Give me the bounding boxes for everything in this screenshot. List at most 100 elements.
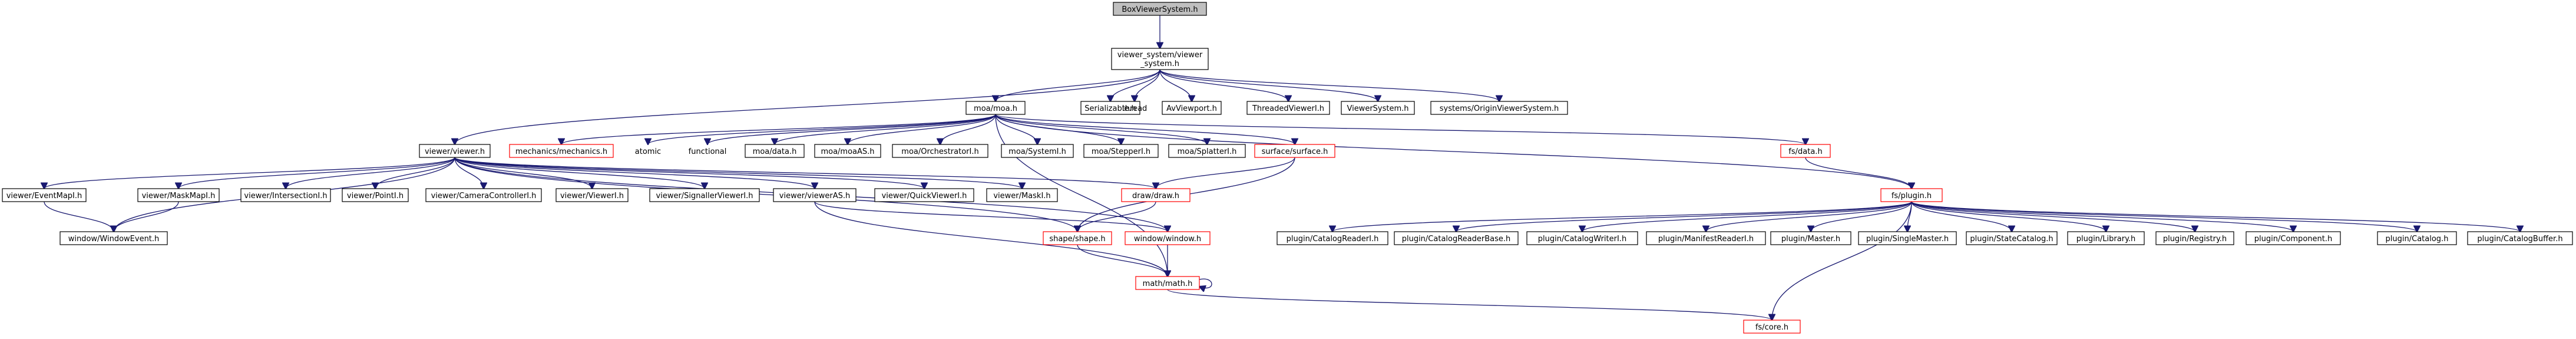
- node-root[interactable]: BoxViewerSystem.h: [1113, 2, 1207, 16]
- node-viewersystem[interactable]: ViewerSystem.h: [1341, 101, 1415, 115]
- node-label: viewer/viewer.h: [425, 147, 485, 156]
- edge-plugin-to-catwriter: [1582, 201, 1912, 232]
- node-label: functional: [689, 147, 727, 156]
- node-catalog[interactable]: plugin/Catalog.h: [2377, 231, 2457, 245]
- node-surface[interactable]: surface/surface.h: [1254, 144, 1335, 158]
- node-label: fs/core.h: [1755, 323, 1788, 332]
- node-label: viewer/PointI.h: [347, 192, 404, 200]
- edge-moa-to-mechanics: [561, 114, 996, 144]
- node-label: plugin/CatalogBuffer.h: [2477, 235, 2562, 243]
- edge-moa-to-plugin: [995, 114, 1912, 189]
- node-master[interactable]: plugin/Master.h: [1770, 231, 1851, 245]
- node-label: viewer/MaskMapI.h: [142, 192, 216, 200]
- node-draw[interactable]: draw/draw.h: [1121, 188, 1191, 202]
- node-catalog-writer[interactable]: plugin/CatalogWriterI.h: [1526, 231, 1638, 245]
- edge-vs-to-viewersystem: [1159, 69, 1378, 101]
- node-label: plugin/StateCatalog.h: [1970, 235, 2053, 243]
- node-thread[interactable]: thread: [1122, 104, 1148, 113]
- node-mechanics[interactable]: mechanics/mechanics.h: [509, 144, 614, 158]
- edge-viewerviewas-to-math: [814, 201, 1168, 277]
- edge-moa-to-moasystem: [995, 114, 1037, 144]
- node-label: plugin/CatalogWriterI.h: [1538, 235, 1626, 243]
- edge-plugin-to-catreader: [1332, 201, 1912, 232]
- node-label: math/math.h: [1143, 279, 1193, 288]
- node-label: plugin/CatalogReaderBase.h: [1402, 235, 1511, 243]
- node-label: plugin/CatalogReaderI.h: [1287, 235, 1379, 243]
- node-label: moa/moa.h: [974, 104, 1017, 113]
- node-label: viewer/CameraControllerI.h: [431, 192, 537, 200]
- node-moa-orchestrator[interactable]: moa/OrchestratorI.h: [892, 144, 988, 158]
- node-moa-stepper[interactable]: moa/StepperI.h: [1083, 144, 1159, 158]
- node-viewer[interactable]: viewer/viewer.h: [419, 144, 491, 158]
- node-label: viewer/ViewerI.h: [560, 192, 624, 200]
- edge-vs-to-avviewport: [1159, 69, 1192, 101]
- node-maskmapi[interactable]: viewer/MaskMapI.h: [137, 188, 220, 202]
- edge-viewer-to-cameractl: [454, 157, 484, 189]
- edge-viewer-to-vieweri: [454, 157, 592, 189]
- edge-maskmapi-to-windowevent: [114, 201, 179, 232]
- edge-plugin-to-statecatalog: [1911, 201, 2012, 232]
- edge-plugin-to-registry: [1911, 201, 2195, 232]
- node-functional[interactable]: functional: [689, 147, 727, 156]
- node-origin-viewer-system[interactable]: systems/OriginViewerSystem.h: [1430, 101, 1568, 115]
- node-intersection[interactable]: viewer/IntersectionI.h: [240, 188, 331, 202]
- node-label: atomic: [635, 147, 661, 156]
- edge-vs-to-thread: [1135, 69, 1160, 101]
- node-pointi[interactable]: viewer/PointI.h: [342, 188, 409, 202]
- node-plugin[interactable]: fs/plugin.h: [1880, 188, 1943, 202]
- node-catalog-reader[interactable]: plugin/CatalogReaderI.h: [1277, 231, 1388, 245]
- node-label: viewer/MaskI.h: [993, 192, 1050, 200]
- edge-vs-to-moa: [996, 69, 1160, 101]
- node-component[interactable]: plugin/Component.h: [2246, 231, 2341, 245]
- node-vieweri[interactable]: viewer/ViewerI.h: [555, 188, 629, 202]
- edge-moa-to-functional: [707, 114, 996, 144]
- node-avviewport[interactable]: AvViewport.h: [1162, 101, 1222, 115]
- node-fs-core[interactable]: fs/core.h: [1743, 320, 1801, 334]
- edge-moa-to-atomic: [648, 114, 996, 144]
- node-moa-system[interactable]: moa/SystemI.h: [1001, 144, 1074, 158]
- node-state-catalog[interactable]: plugin/StateCatalog.h: [1966, 231, 2058, 245]
- node-atomic[interactable]: atomic: [635, 147, 661, 156]
- edge-viewer-to-intersection: [286, 157, 455, 189]
- node-catalog-buffer[interactable]: plugin/CatalogBuffer.h: [2467, 231, 2573, 245]
- node-label: moa/data.h: [753, 147, 797, 156]
- node-maski[interactable]: viewer/MaskI.h: [986, 188, 1058, 202]
- edge-math-to-fscore: [1167, 289, 1772, 320]
- node-fs-data[interactable]: fs/data.h: [1780, 144, 1831, 158]
- node-window-event[interactable]: window/WindowEvent.h: [59, 231, 168, 245]
- node-label: plugin/SingleMaster.h: [1866, 235, 1949, 243]
- node-moa[interactable]: moa/moa.h: [965, 101, 1026, 115]
- edge-math-to-math: [1199, 278, 1212, 288]
- node-label: draw/draw.h: [1132, 192, 1179, 200]
- node-label: fs/plugin.h: [1892, 192, 1932, 200]
- edge-vs-to-serializable: [1110, 69, 1160, 101]
- node-threadedviewer[interactable]: ThreadedViewerI.h: [1246, 101, 1330, 115]
- node-single-master[interactable]: plugin/SingleMaster.h: [1858, 231, 1957, 245]
- edge-vs-to-viewer: [455, 69, 1160, 144]
- node-layer: BoxViewerSystem.h viewer_system/viewer_s…: [2, 2, 2573, 334]
- node-manifest-reader[interactable]: plugin/ManifestReaderI.h: [1646, 231, 1766, 245]
- node-signaller-viewer[interactable]: viewer/SignallerViewerI.h: [649, 188, 760, 202]
- node-moa-splatter[interactable]: moa/SplatterI.h: [1168, 144, 1246, 158]
- node-shape[interactable]: shape/shape.h: [1043, 231, 1112, 245]
- node-quick-viewer[interactable]: viewer/QuickViewerI.h: [874, 188, 974, 202]
- node-viewer-system[interactable]: viewer_system/viewer_system.h: [1111, 48, 1209, 70]
- node-label: plugin/Library.h: [2076, 235, 2136, 243]
- node-label: viewer/viewerAS.h: [779, 192, 850, 200]
- node-moa-moaas[interactable]: moa/moaAS.h: [814, 144, 881, 158]
- node-label: systems/OriginViewerSystem.h: [1440, 104, 1559, 113]
- node-catalog-reader-base[interactable]: plugin/CatalogReaderBase.h: [1394, 231, 1519, 245]
- node-label: ViewerSystem.h: [1347, 104, 1408, 113]
- node-library[interactable]: plugin/Library.h: [2067, 231, 2145, 245]
- node-eventmapi[interactable]: viewer/EventMapI.h: [2, 188, 87, 202]
- node-camera-controller[interactable]: viewer/CameraControllerI.h: [425, 188, 542, 202]
- node-math[interactable]: math/math.h: [1135, 276, 1200, 290]
- node-serializable[interactable]: Serializable.h: [1080, 101, 1140, 115]
- edge-eventmapi-to-windowevent: [44, 201, 114, 232]
- node-registry[interactable]: plugin/Registry.h: [2155, 231, 2234, 245]
- node-label: moa/SplatterI.h: [1178, 147, 1237, 156]
- node-moa-data[interactable]: moa/data.h: [745, 144, 805, 158]
- node-window[interactable]: window/window.h: [1125, 231, 1211, 245]
- edge-moa-to-math: [995, 114, 1168, 277]
- node-viewer-viewas[interactable]: viewer/viewerAS.h: [773, 188, 857, 202]
